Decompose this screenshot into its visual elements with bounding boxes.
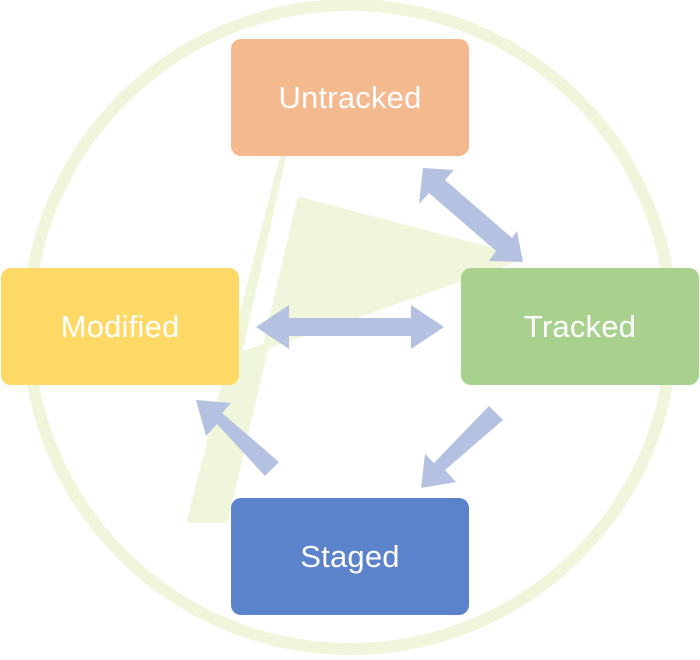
arrow-tracked-staged — [421, 406, 503, 488]
node-untracked: Untracked — [231, 39, 469, 156]
node-tracked: Tracked — [461, 268, 699, 385]
node-staged: Staged — [231, 498, 469, 615]
arrow-modified-tracked — [256, 305, 444, 349]
node-modified-label: Modified — [60, 308, 180, 344]
arrow-untracked-tracked — [419, 168, 523, 262]
arrow-staged-modified — [196, 400, 279, 476]
node-tracked-label: Tracked — [523, 308, 637, 344]
node-modified: Modified — [1, 268, 239, 385]
node-untracked-label: Untracked — [278, 79, 422, 115]
node-staged-label: Staged — [300, 538, 400, 574]
